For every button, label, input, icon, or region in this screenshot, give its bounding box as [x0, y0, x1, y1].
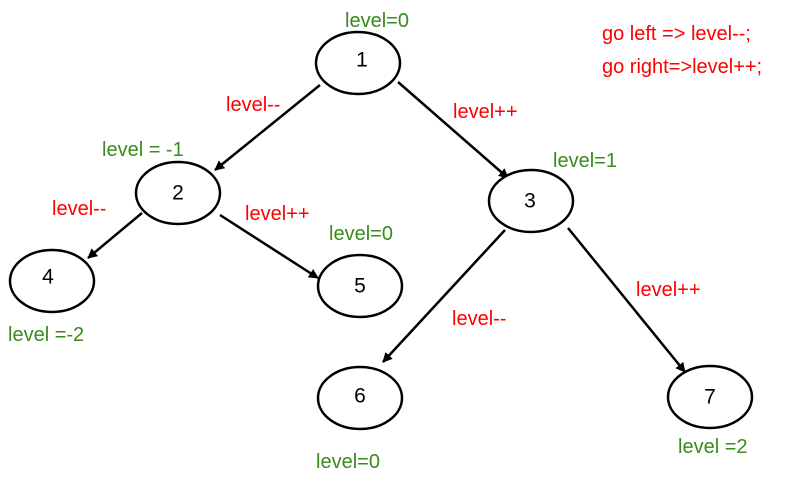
rule-go-right: go right=>level++; — [602, 56, 762, 78]
edge-label-1-2: level-- — [226, 94, 280, 116]
edge-label-3-6: level-- — [452, 308, 506, 330]
level-labels: level=0 level = -1 level=1 level =-2 lev… — [8, 10, 748, 473]
level-label-node-6: level=0 — [316, 451, 380, 473]
rule-go-left: go left => level--; — [602, 23, 751, 45]
rule-legend: go left => level--; go right=>level++; — [602, 23, 762, 78]
level-label-node-5: level=0 — [329, 223, 393, 245]
edge-2-5 — [219, 213, 319, 280]
edge-3-7 — [567, 227, 686, 373]
edge-label-3-7: level++ — [636, 279, 701, 301]
node-label: 2 — [172, 182, 184, 205]
edge-label-2-4: level-- — [52, 198, 106, 220]
edge-1-3 — [397, 81, 509, 179]
level-label-node-4: level =-2 — [8, 324, 84, 346]
edge-2-4 — [87, 212, 143, 259]
node-label: 4 — [42, 266, 54, 289]
node-label: 3 — [524, 190, 536, 213]
level-label-node-7: level =2 — [678, 436, 748, 458]
node-7: 7 — [666, 364, 754, 430]
node-label: 1 — [356, 49, 368, 72]
node-label: 5 — [354, 275, 366, 298]
node-6: 6 — [316, 365, 404, 431]
edge-label-2-5: level++ — [245, 203, 310, 225]
node-1: 1 — [314, 30, 402, 96]
level-label-node-1: level=0 — [345, 10, 409, 32]
node-label: 6 — [354, 385, 366, 408]
node-3: 3 — [487, 168, 575, 234]
node-5: 5 — [316, 253, 404, 319]
edge-label-1-3: level++ — [453, 101, 518, 123]
edge-3-6 — [382, 229, 506, 363]
edges — [87, 81, 686, 373]
level-label-node-2: level = -1 — [102, 139, 184, 161]
node-4: 4 — [8, 248, 96, 314]
edge-1-2 — [214, 84, 321, 171]
node-label: 7 — [704, 386, 716, 409]
edge-labels: level-- level++ level-- level++ level-- … — [52, 94, 701, 330]
level-label-node-3: level=1 — [553, 150, 617, 172]
node-2: 2 — [134, 160, 222, 226]
